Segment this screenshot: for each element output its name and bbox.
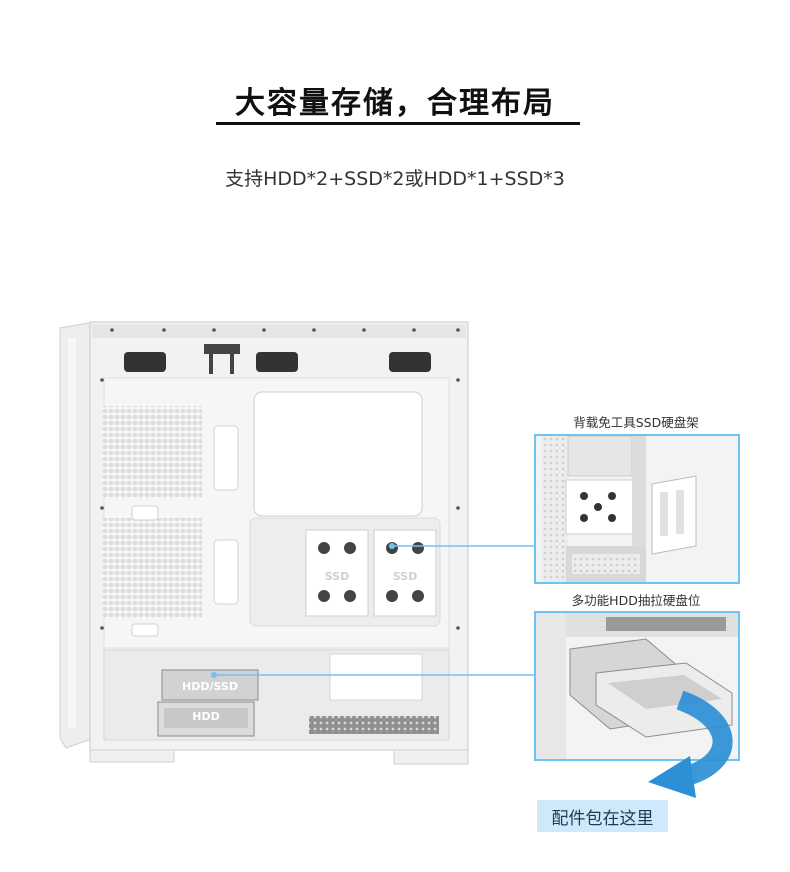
hdd-label: HDD [192, 710, 219, 723]
ssd-label-2: SSD [393, 570, 417, 583]
ssd-label-1: SSD [325, 570, 349, 583]
hdd-cage [157, 669, 259, 737]
title-underline [216, 122, 580, 125]
page-title: 大容量存储，合理布局 [235, 86, 555, 121]
pc-case-illustration: SSD SSD HDD/SSD HDD [54, 318, 474, 773]
page-subtitle: 支持HDD*2+SSD*2或HDD*1+SSD*3 [225, 168, 565, 190]
ssd-bracket-caption: 背载免工具SSD硬盘架 [573, 415, 699, 430]
ssd-bracket-photo [536, 436, 738, 582]
ssd-tray-2 [373, 529, 437, 617]
accessory-pack-button: 配件包在这里 [537, 800, 668, 832]
hdd-drawer-photo [536, 613, 738, 759]
hdd-drawer-inset [534, 611, 740, 761]
ssd-tray-1 [305, 529, 369, 617]
hdd-ssd-label: HDD/SSD [182, 680, 238, 693]
ssd-bracket-inset [534, 434, 740, 584]
pc-case-drawing: SSD SSD HDD/SSD HDD [59, 321, 469, 765]
hdd-drawer-caption: 多功能HDD抽拉硬盘位 [571, 593, 701, 608]
